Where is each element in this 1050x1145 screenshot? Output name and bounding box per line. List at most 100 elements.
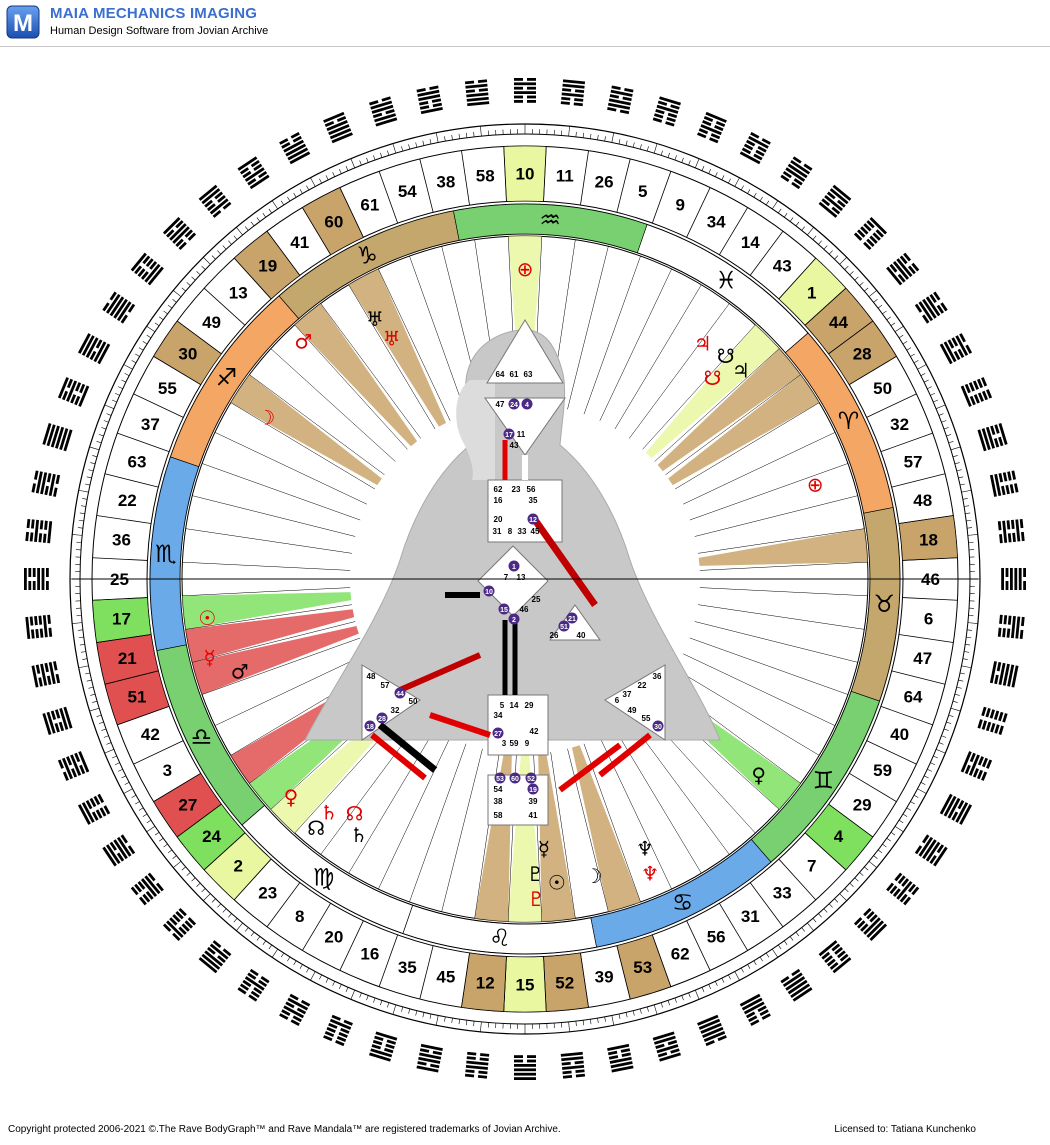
hexagram-icon: [607, 85, 634, 115]
virgo-icon: ♍: [313, 863, 335, 891]
hexagram-icon: [279, 131, 311, 165]
zodiac-segment: [453, 203, 648, 254]
zodiac-segment: [850, 507, 901, 702]
bodygraph-gate-label: 31: [493, 527, 502, 536]
gate-number: 28: [853, 345, 872, 364]
activated-gate-dot: [492, 727, 504, 739]
channel-19-49: [558, 742, 622, 793]
channel-27-50: [429, 712, 491, 738]
hexagram-icon: [989, 661, 1019, 688]
activated-gate-dot: [483, 585, 495, 597]
gate-number: 23: [258, 883, 277, 902]
bodygraph-gate-label: 60: [511, 776, 519, 783]
bodygraph-gate-label: 15: [500, 607, 508, 614]
planet-glyph-icon: ⊕: [517, 257, 534, 281]
planet-glyph-icon: ☉: [548, 870, 566, 894]
gate-number: 53: [633, 958, 652, 977]
hexagram-icon: [24, 568, 49, 590]
hexagram-icon: [77, 333, 111, 365]
gate-number: 21: [118, 649, 137, 668]
gate-number: 59: [873, 761, 892, 780]
hexagram-icon: [198, 184, 232, 218]
head-center: [486, 319, 564, 384]
hexagram-icon: [25, 614, 53, 640]
head-profile: [456, 380, 495, 480]
footer-license: Licensed to: Tatiana Kunchenko: [834, 1124, 976, 1135]
gate-number: 45: [436, 968, 455, 987]
zodiac-ring: ♑♐♏♎♍♌♋♊♉♈♓♒: [149, 203, 901, 955]
planet-glyph-icon: ♆: [641, 862, 659, 886]
hexagram-icon: [939, 333, 973, 365]
activation-wedge: [657, 348, 801, 472]
bodygraph-gate-label: 34: [494, 711, 503, 720]
bodygraph-gate-label: 12: [529, 517, 537, 524]
bodygraph-gate-label: 37: [623, 690, 632, 699]
hexagram-icon: [739, 131, 771, 165]
aries-icon: ♈: [838, 407, 860, 435]
hexagram-icon: [560, 79, 586, 107]
bodygraph-gate-label: 46: [520, 605, 529, 614]
bodygraph-gate-label: 45: [531, 527, 540, 536]
bodygraph-gate-label: 27: [494, 731, 502, 738]
bodygraph-gate-label: 28: [378, 716, 386, 723]
gate-number: 17: [112, 610, 131, 629]
gate-number: 24: [202, 827, 221, 846]
planet-glyph-icon: ♄: [320, 801, 338, 825]
gate-number: 62: [671, 945, 690, 964]
planet-glyph-icon: ☽: [257, 405, 275, 429]
channel-44-26: [398, 652, 482, 693]
gate-number: 34: [707, 212, 726, 231]
activated-gate-dot: [566, 612, 578, 624]
planet-glyph-icon: ♆: [636, 836, 654, 860]
sacral-center: [487, 694, 549, 756]
throat-center: [487, 479, 563, 543]
libra-icon: ♎: [191, 723, 213, 751]
hexagram-icon: [652, 1031, 681, 1062]
bodygraph-gate-label: 63: [524, 370, 533, 379]
gate-number: 42: [141, 725, 160, 744]
bodygraph-gate-label: 5: [500, 701, 505, 710]
hexagram-icon: [939, 793, 973, 825]
zodiac-segment: [170, 295, 300, 468]
bodygraph-gate-label: 56: [527, 485, 536, 494]
gate-number: 63: [127, 452, 146, 471]
planet-glyph-icon: ⊕: [807, 473, 824, 497]
activated-gate-dot: [558, 620, 570, 632]
activation-wedge: [348, 268, 447, 427]
activation-wedge: [185, 609, 355, 663]
bodygraph-gate-label: 16: [494, 496, 503, 505]
gate-number: 40: [890, 725, 909, 744]
bodygraph-gate-label: 18: [366, 724, 374, 731]
activated-gate-dot: [394, 687, 406, 699]
bodygraph-gate-label: 35: [529, 496, 538, 505]
gate-number: 4: [834, 827, 844, 846]
bodygraph-gate-label: 33: [518, 527, 527, 536]
root-center: [487, 774, 549, 826]
bodygraph-gate-label: 19: [529, 787, 537, 794]
hexagram-icon: [739, 993, 771, 1027]
bodygraph-gate-label: 51: [560, 624, 568, 631]
gate-number: 18: [919, 530, 938, 549]
sagittarius-icon: ♐: [216, 364, 238, 392]
hexagram-icon: [31, 661, 61, 688]
bodygraph-gate-label: 38: [494, 797, 503, 806]
gate-number: 10: [516, 165, 535, 184]
bodygraph-gate-label: 22: [638, 681, 647, 690]
planet-glyph-icon: ☋: [704, 366, 722, 390]
bodygraph-gate-label: 57: [381, 681, 390, 690]
gemini-icon: ♊: [813, 766, 835, 794]
bodygraph-gate-label: 10: [485, 589, 493, 596]
activated-gate-dot: [376, 712, 388, 724]
hexagram-icon: [464, 79, 490, 107]
hexagram-icon: [853, 907, 888, 942]
hexagram-icon: [369, 1031, 398, 1062]
hexagram-icon: [369, 96, 398, 127]
gate-number: 48: [913, 491, 932, 510]
app-title: MAIA MECHANICS IMAGING: [50, 5, 258, 22]
hexagram-icon: [977, 706, 1008, 735]
zodiac-segment: [750, 690, 880, 863]
gate-number: 7: [807, 857, 816, 876]
bodygraph-gate-label: 41: [529, 811, 538, 820]
